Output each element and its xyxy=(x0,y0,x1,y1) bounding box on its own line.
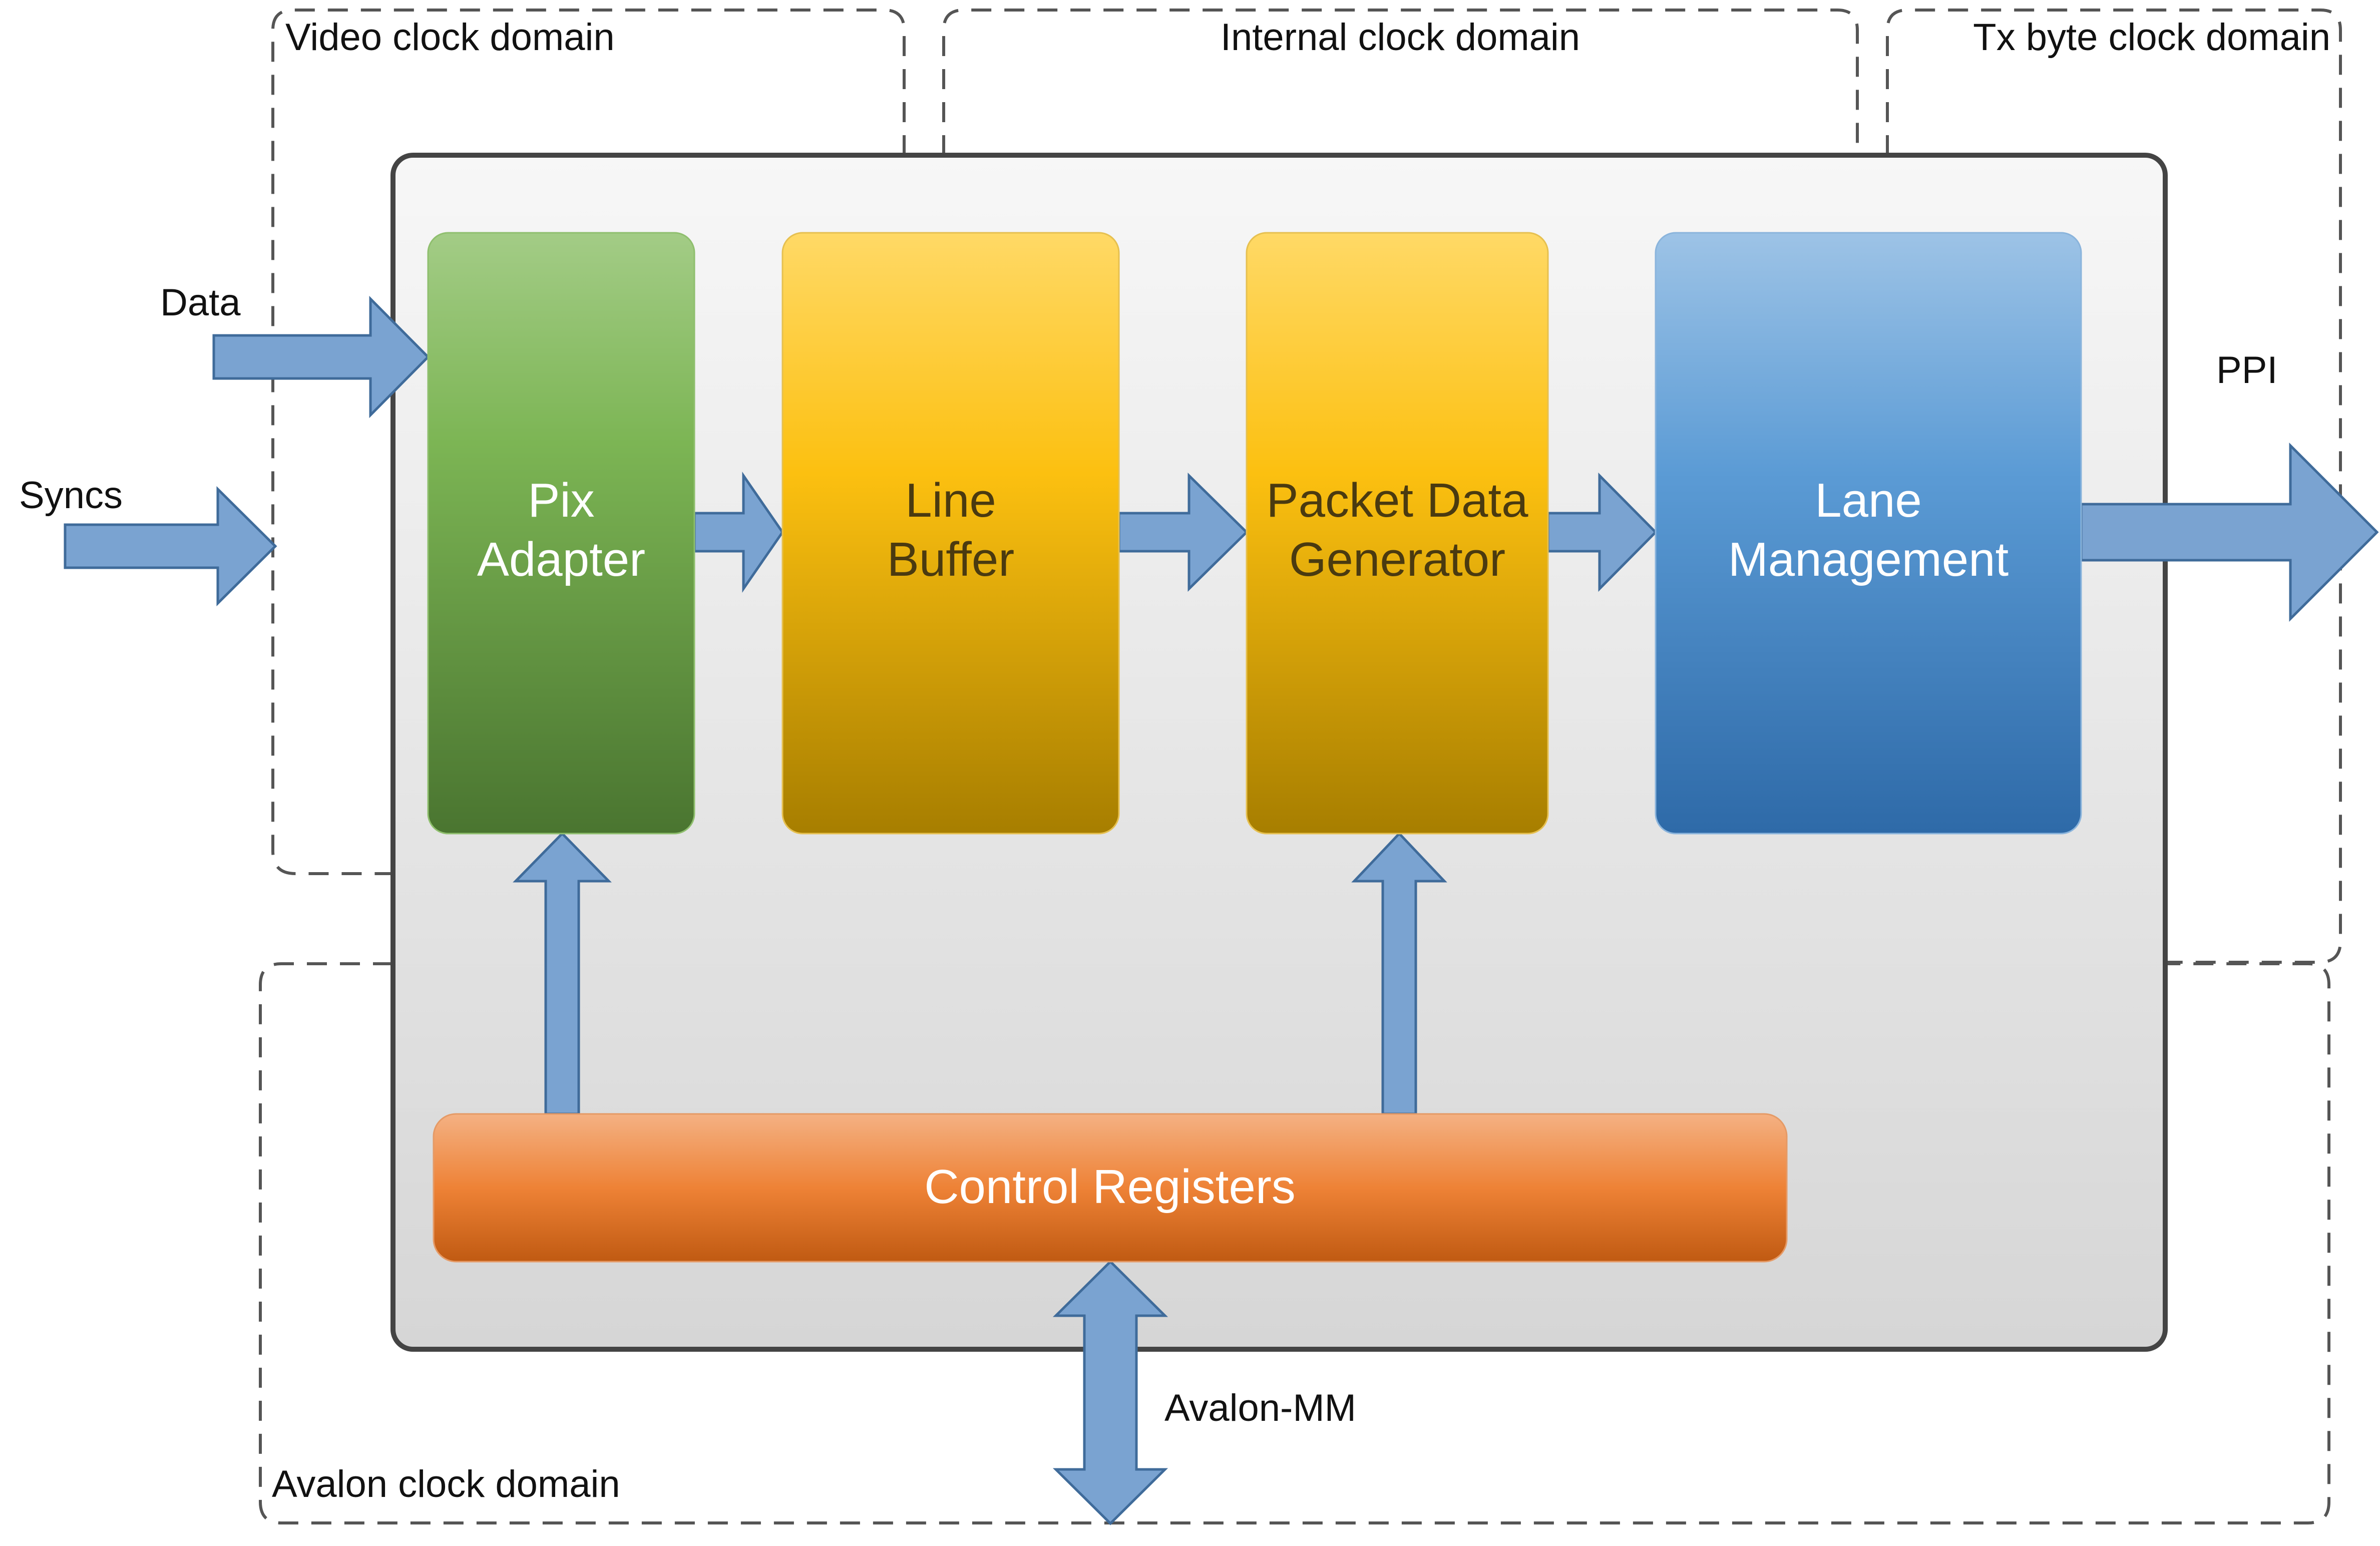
video-clock-domain-border xyxy=(271,9,906,875)
ppi-output-arrow xyxy=(2080,442,2379,622)
line-buffer-to-packet-generator-arrow xyxy=(1117,473,1249,592)
packet-data-generator-block xyxy=(1246,232,1549,835)
line-buffer-label-line2: Buffer xyxy=(887,533,1014,586)
avalon-mm-bidirectional-arrow xyxy=(1052,1260,1168,1525)
packet-generator-to-lane-management-arrow xyxy=(1546,472,1658,592)
pix-adapter-label-line1: Pix xyxy=(528,474,594,527)
control-to-pix-adapter-arrow xyxy=(513,832,612,1115)
lane-management-block xyxy=(1655,232,2082,835)
data-input-label: Data xyxy=(160,281,241,324)
pix-adapter-label-line2: Adapter xyxy=(477,533,645,586)
tx-byte-clock-domain-label: Tx byte clock domain xyxy=(1973,16,2330,59)
avalon-clock-domain-label: Avalon clock domain xyxy=(272,1463,620,1505)
avalon-clock-domain-border xyxy=(259,962,2330,1524)
lane-management-label-line1: Lane xyxy=(1815,474,1922,527)
pix-adapter-block xyxy=(427,232,695,835)
line-buffer-label-line1: Line xyxy=(905,474,996,527)
control-registers-label: Control Registers xyxy=(924,1160,1296,1214)
internal-clock-domain-border xyxy=(942,9,1859,155)
control-registers-block xyxy=(433,1113,1788,1263)
syncs-input-label: Syncs xyxy=(19,474,123,517)
lane-management-label-line2: Management xyxy=(1728,533,2009,586)
video-clock-domain-label: Video clock domain xyxy=(285,16,615,59)
tx-byte-clock-domain-border xyxy=(1886,9,2342,964)
syncs-input-arrow xyxy=(64,486,277,606)
data-input-arrow xyxy=(212,295,430,419)
avalon-mm-label: Avalon-MM xyxy=(1164,1387,1356,1429)
line-buffer-block xyxy=(781,232,1120,835)
packet-data-generator-label-line1: Packet Data xyxy=(1267,474,1529,527)
packet-data-generator-label-line2: Generator xyxy=(1289,533,1505,586)
internal-clock-domain-label: Internal clock domain xyxy=(1221,16,1580,59)
pix-to-line-buffer-arrow xyxy=(693,471,784,593)
ppi-output-label: PPI xyxy=(2216,349,2278,392)
control-to-packet-generator-arrow xyxy=(1351,832,1447,1115)
